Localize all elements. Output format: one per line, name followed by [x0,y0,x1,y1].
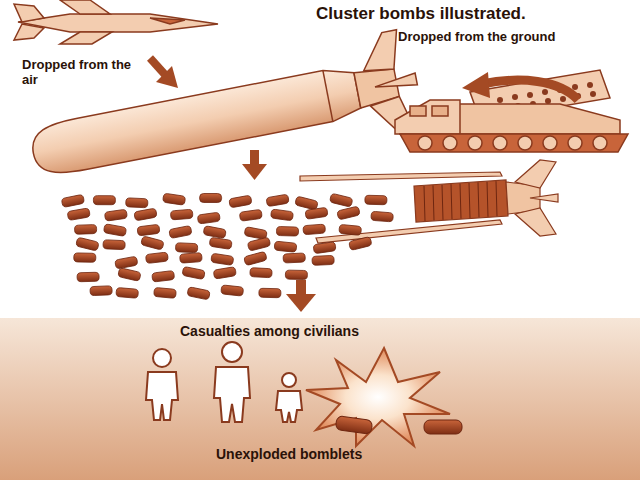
civilian-figures [146,342,302,422]
source-label: Dropped from the air [22,58,140,88]
arrow [482,80,578,100]
unexploded-bomblet [335,416,462,435]
title: Cluster bombs illustrated. [316,4,526,24]
arrowhead [156,66,178,88]
arrowhead [462,72,490,98]
ground-band [0,318,640,480]
source-label: Dropped from the ground [398,30,555,45]
arrowhead [242,164,267,180]
bomblet-cloud [61,193,393,300]
arrowhead [286,294,316,312]
caption-label: Unexploded bomblets [216,446,362,462]
jet [14,0,218,44]
opened-bomb [300,160,558,243]
caption-label: Casualties among civilians [180,323,359,339]
arrow [296,280,306,294]
arrow [250,150,259,164]
rocket-launcher [395,70,628,152]
